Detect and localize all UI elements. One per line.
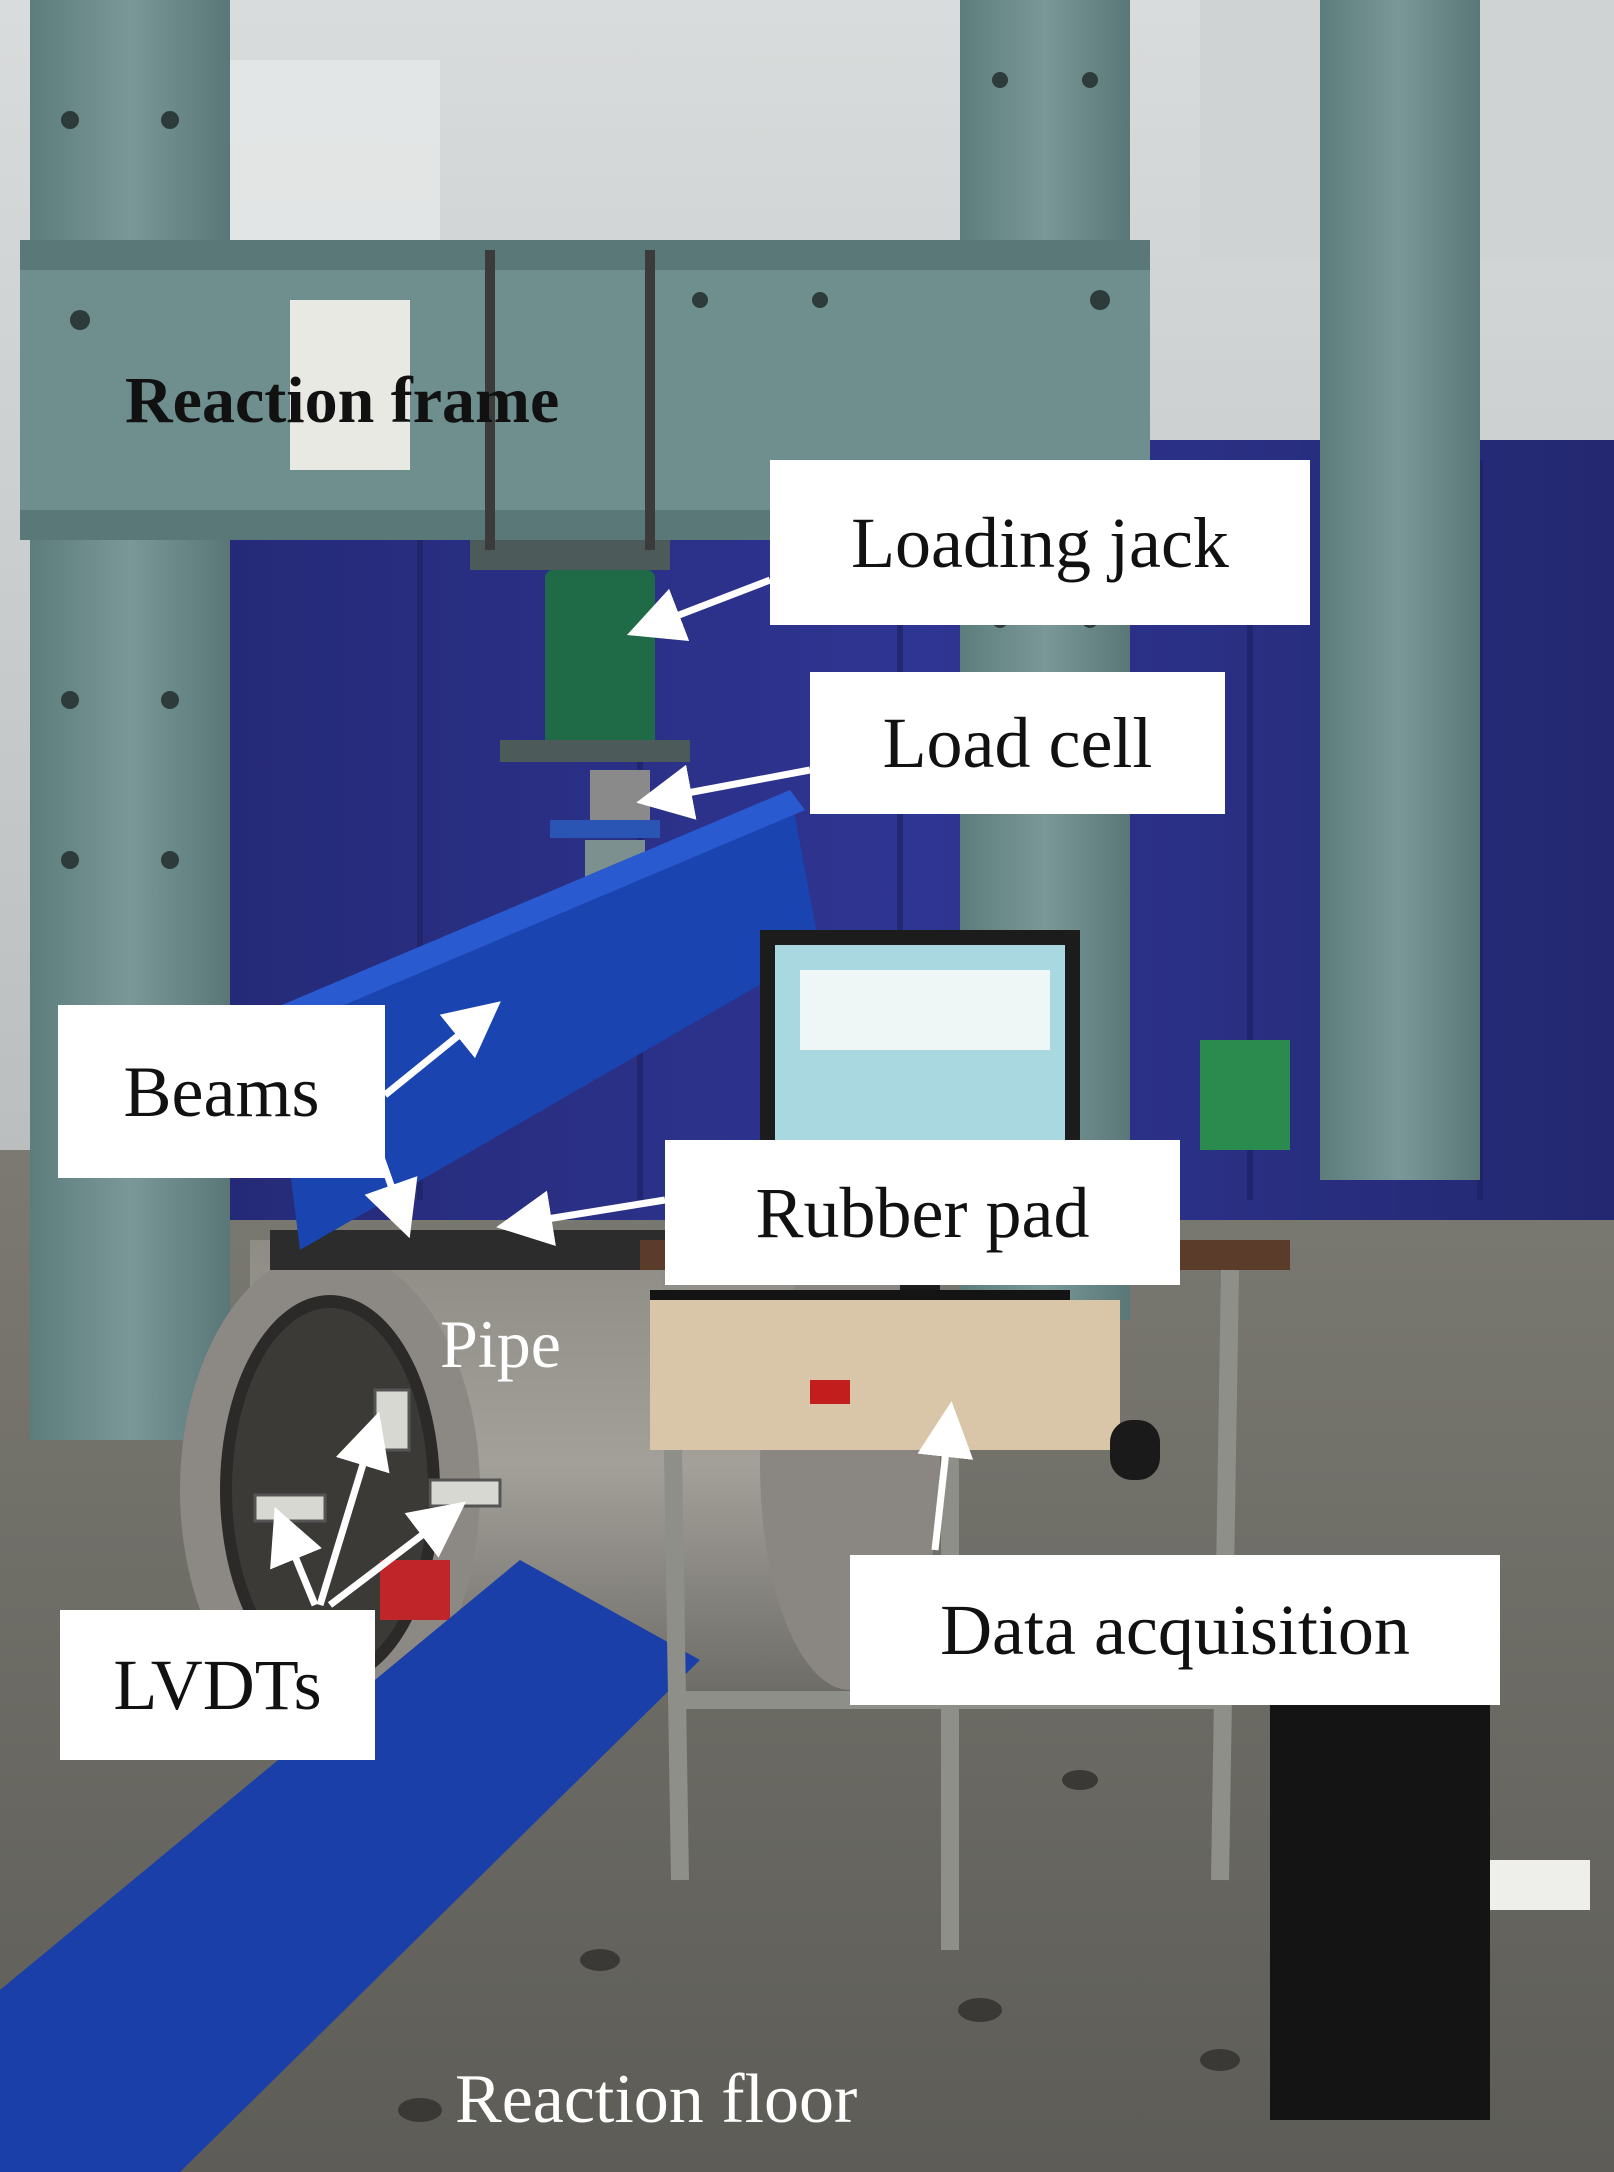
label-lvdts: LVDTs [60, 1610, 375, 1760]
arrow-lvdts-3 [327, 1501, 467, 1608]
arrow-data-acquisition [917, 1401, 974, 1551]
label-load-cell: Load cell [810, 672, 1225, 814]
frame-notice-sheet [290, 300, 410, 470]
jack-rod-right [645, 250, 655, 550]
arrow-lvdts-2 [270, 1507, 322, 1607]
label-pipe: Pipe [440, 1306, 561, 1382]
blue-loading-beam-top [270, 790, 805, 1030]
frame-column-right [1320, 0, 1480, 1180]
load-cell-plate [550, 820, 660, 838]
loading-jack-cylinder [545, 570, 655, 750]
red-fixture [380, 1560, 450, 1620]
arrow-lvdts-1 [316, 1411, 390, 1607]
arrow-loading-jack [626, 576, 772, 642]
computer-mouse [1110, 1420, 1160, 1480]
label-reaction-frame: Reaction frame [125, 364, 560, 437]
jack-rod-left [485, 250, 495, 550]
jack-top-plate [470, 540, 670, 570]
blue-loading-beam [270, 790, 820, 1250]
daq-display [810, 1380, 850, 1404]
lvdt-sensors [253, 1388, 502, 1523]
green-device [1200, 1040, 1290, 1150]
label-reaction-floor: Reaction floor [455, 2061, 858, 2138]
label-data-acquisition: Data acquisition [850, 1555, 1500, 1705]
label-loading-jack: Loading jack [770, 460, 1310, 625]
frame-column-left [30, 0, 230, 1440]
arrow-beams-1 [382, 1001, 501, 1098]
arrow-rubber-pad [496, 1190, 666, 1246]
jack-bottom-plate [500, 740, 690, 762]
frame-crossbeam-flange-top [20, 240, 1150, 270]
label-beams: Beams [58, 1005, 385, 1178]
label-rubber-pad: Rubber pad [665, 1140, 1180, 1285]
blue-base-beam [0, 1560, 700, 2172]
data-acquisition-unit [650, 1300, 1120, 1450]
power-strip [1490, 1860, 1590, 1910]
annotation-arrows [270, 576, 974, 1608]
monitor-screen-window [800, 970, 1050, 1050]
arrow-load-cell [636, 764, 811, 820]
